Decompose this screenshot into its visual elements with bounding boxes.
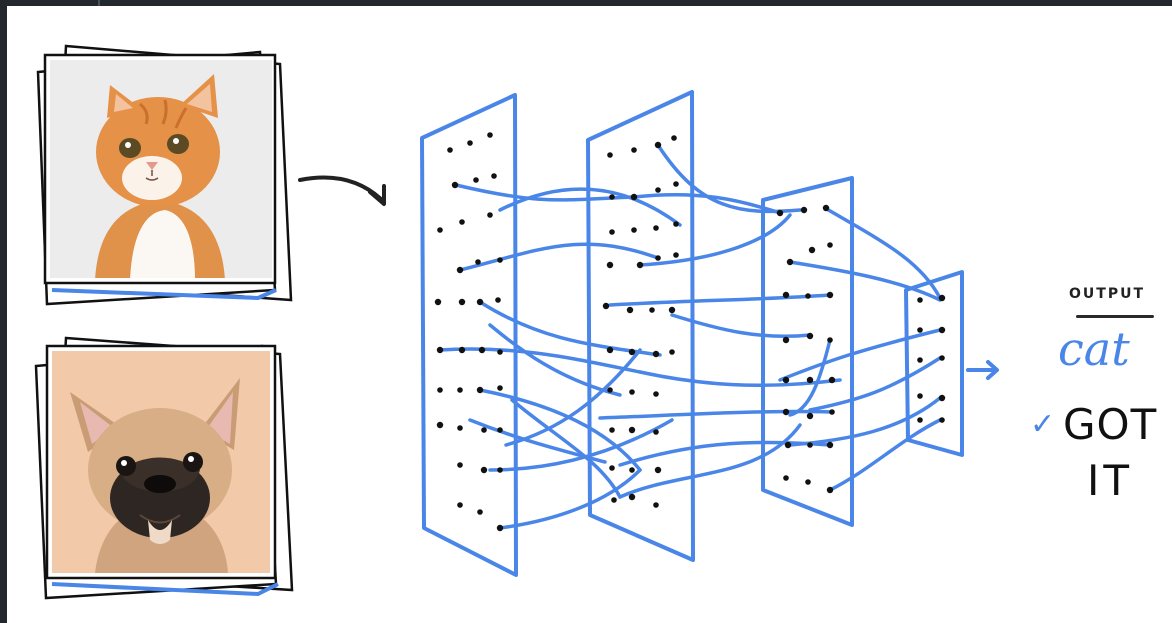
network-layer-2 [586,90,695,562]
output-heading: OUTPUT [1069,286,1145,302]
dog-photo-icon [52,351,270,573]
window-left-bar [0,0,7,623]
network-layer-4 [904,270,964,457]
dog-photo-stack [34,336,294,600]
photo-card-shadow [51,288,277,301]
cat-photo-icon [50,60,272,278]
window-top-bar [0,0,1172,6]
status-text-line2: IT [1087,456,1134,505]
output-class-label: cat [1058,322,1130,376]
network-layer-3 [761,176,854,527]
status-text-line1: GOT [1063,400,1158,449]
output-divider [1076,315,1154,318]
cat-photo-stack [36,44,293,306]
input-arrow [298,175,386,206]
network-nodes [434,132,946,532]
photo-card-shadow [51,582,279,597]
output-arrow [966,360,999,380]
check-icon: ✓ [1030,407,1056,442]
top-bar-divider [98,0,100,6]
network-layer-1 [420,93,518,577]
